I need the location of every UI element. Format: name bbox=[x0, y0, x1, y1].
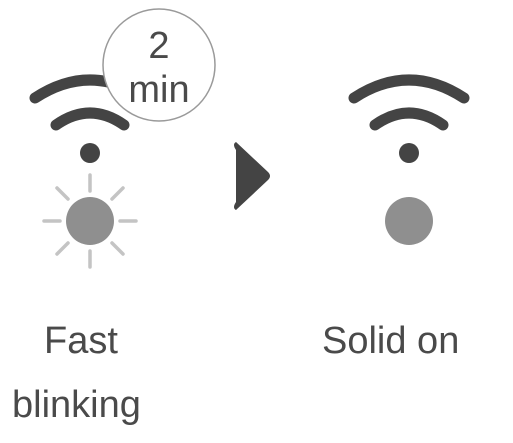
blinking-light-icon bbox=[42, 173, 138, 269]
fast-blinking-label-line2: blinking bbox=[12, 384, 141, 426]
wifi-dot-solid bbox=[399, 143, 419, 163]
timer-badge-unit: min bbox=[128, 69, 189, 111]
wifi-outer-arc-solid bbox=[348, 74, 470, 104]
wifi-inner-arc-fast bbox=[50, 107, 130, 131]
timer-badge: 2 min bbox=[102, 8, 216, 122]
timer-badge-circle bbox=[102, 8, 216, 122]
timer-badge-value: 2 bbox=[148, 25, 169, 67]
solid-on-label: Solid on bbox=[322, 320, 460, 362]
wifi-inner-arc-solid bbox=[369, 107, 449, 131]
solid-light-icon bbox=[385, 197, 433, 245]
wifi-dot-fast bbox=[80, 143, 100, 163]
blink-light-dot bbox=[66, 197, 114, 245]
wifi-icon-solid bbox=[348, 74, 470, 131]
blink-rays bbox=[42, 173, 138, 269]
fast-blinking-label-line1: Fast bbox=[44, 320, 118, 362]
arrow-right-icon bbox=[234, 142, 270, 210]
